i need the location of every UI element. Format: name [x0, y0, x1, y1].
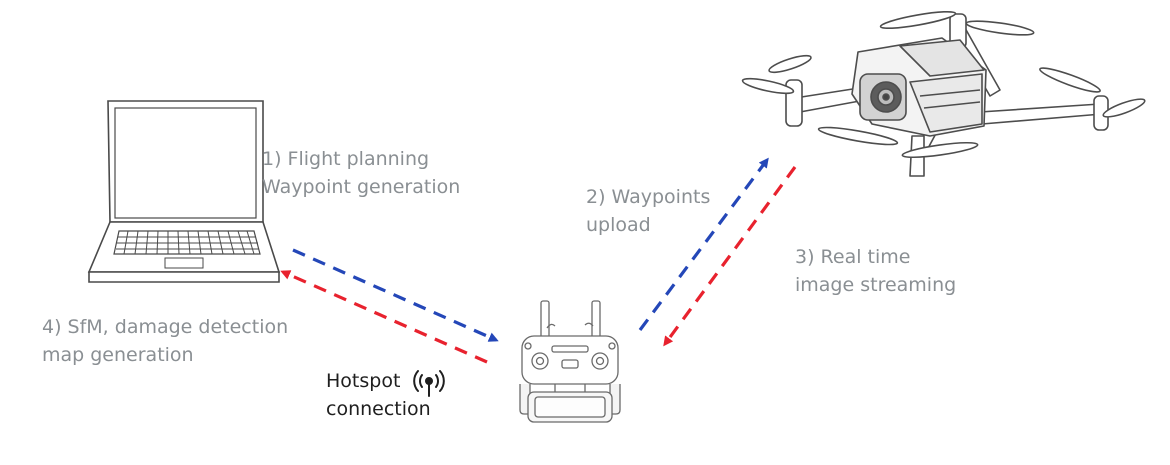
step1-label: 1) Flight planning Waypoint generation [262, 148, 461, 198]
hotspot-icon [413, 370, 445, 397]
arrow-controller-to-laptop [280, 270, 488, 364]
arrow-controller-to-drone [638, 157, 769, 331]
arrow-laptop-to-controller [292, 248, 499, 342]
hotspot-label: Hotspot connection [326, 370, 431, 420]
step2-label: 2) Waypoints upload [586, 186, 711, 236]
laptop-icon [87, 100, 281, 283]
remote-controller-icon [519, 300, 621, 423]
drone-icon [741, 10, 1146, 177]
step4-label: 4) SfM, damage detection map generation [42, 316, 289, 366]
step3-label: 3) Real time image streaming [795, 246, 957, 296]
arrow-drone-to-controller [663, 166, 797, 347]
